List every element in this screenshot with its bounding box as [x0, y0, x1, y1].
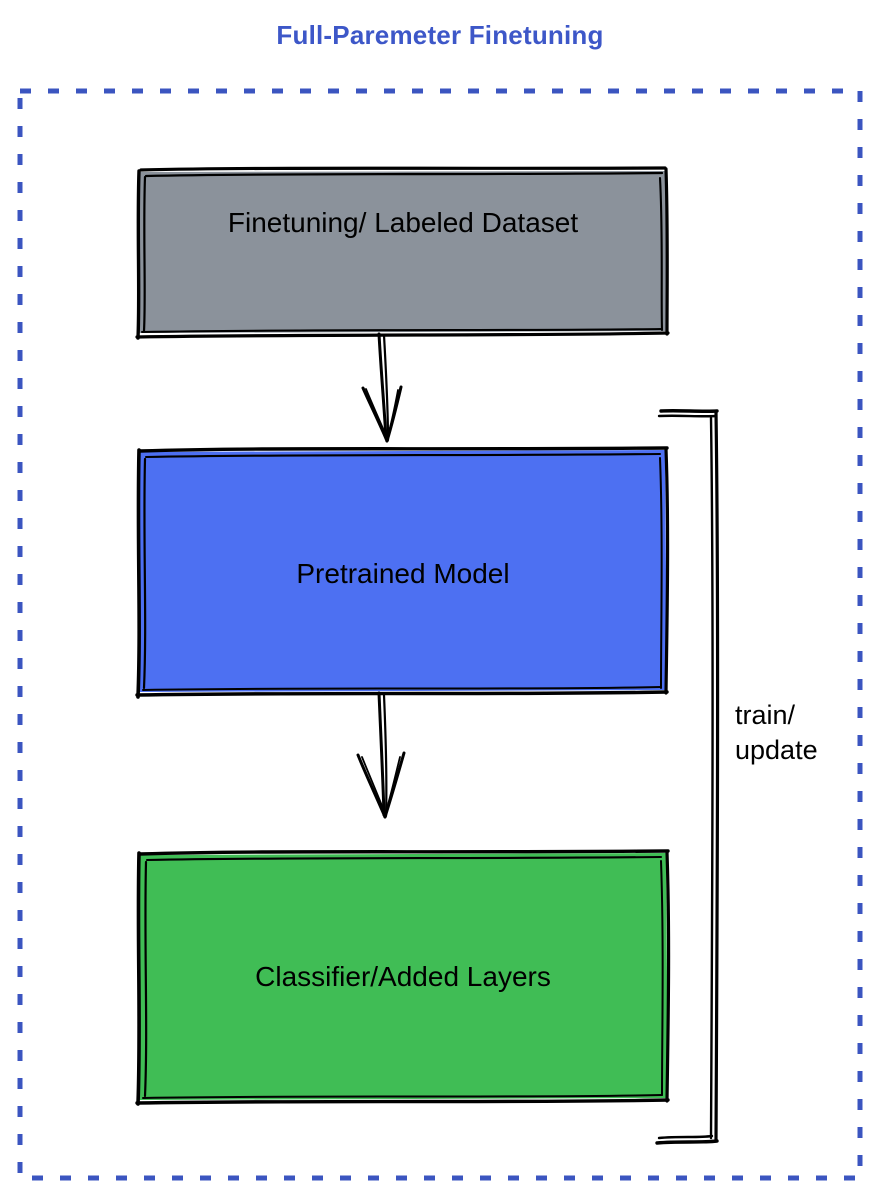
node-dataset-edge-bottom-a — [135, 331, 670, 339]
node-pretrained-edge-top-b — [144, 452, 662, 459]
arrow2-shaft-b — [382, 693, 388, 818]
node-dataset-edge-top-b — [144, 171, 664, 178]
loop-bottom-b — [657, 1134, 714, 1140]
arrow2-head-left — [356, 753, 387, 819]
arrow2-shaft-a — [377, 691, 386, 817]
edge-feedback-loop — [655, 409, 720, 1145]
node-pretrained-edge-bottom-b — [142, 686, 662, 691]
node-classifier-edge-top-a — [138, 849, 670, 856]
node-pretrained-edge-top-a — [138, 446, 669, 453]
loop-bottom-a — [655, 1139, 719, 1145]
arrow1-head-left-b — [365, 388, 389, 441]
edge-pretrained-to-classifier — [356, 691, 406, 819]
loop-right-b — [709, 416, 714, 1140]
dashed-boundary-rect — [17, 88, 863, 1181]
arrow2-head-right — [383, 751, 406, 819]
node-pretrained-label: Pretrained Model — [296, 558, 510, 589]
arrow2-head-right-b — [384, 756, 401, 816]
node-dataset-edge-left-a — [136, 169, 141, 340]
node-dataset-edge-right-b — [658, 176, 664, 332]
arrow2-head-left-b — [361, 756, 387, 817]
node-dataset-edge-top-a — [139, 166, 667, 172]
arrow1-shaft-a — [377, 332, 388, 440]
node-classifier-edge-bottom-b — [142, 1094, 663, 1099]
loop-top-b — [657, 414, 718, 418]
arrow1-head-right — [385, 385, 403, 443]
node-classifier-edge-bottom-a — [135, 1098, 670, 1105]
node-classifier-edge-top-b — [145, 855, 663, 862]
node-classifier-label: Classifier/Added Layers — [255, 961, 551, 992]
arrow1-head-left — [361, 386, 389, 443]
page-title: Full-Paremeter Finetuning — [276, 20, 604, 50]
node-dataset[interactable] — [135, 166, 670, 340]
node-dataset-edge-left-b — [142, 175, 147, 333]
node-dataset-label: Finetuning/ Labeled Dataset — [227, 207, 579, 238]
edge-feedback-loop-label-line2: update — [735, 734, 818, 765]
arrow1-head-right-b — [386, 389, 399, 440]
edge-feedback-loop-label-line1: train/ — [735, 700, 796, 730]
node-dataset-edge-right-a — [664, 167, 669, 336]
arrow1-shaft-b — [382, 333, 390, 442]
node-pretrained-edge-bottom-a — [135, 690, 669, 697]
edge-dataset-to-pretrained — [361, 332, 403, 443]
node-dataset-edge-bottom-b — [140, 327, 664, 334]
node-dataset-fill — [139, 171, 668, 333]
loop-right-a — [714, 410, 720, 1143]
loop-top-a — [659, 409, 719, 413]
edge-feedback-loop-label: train/ update — [735, 698, 818, 767]
